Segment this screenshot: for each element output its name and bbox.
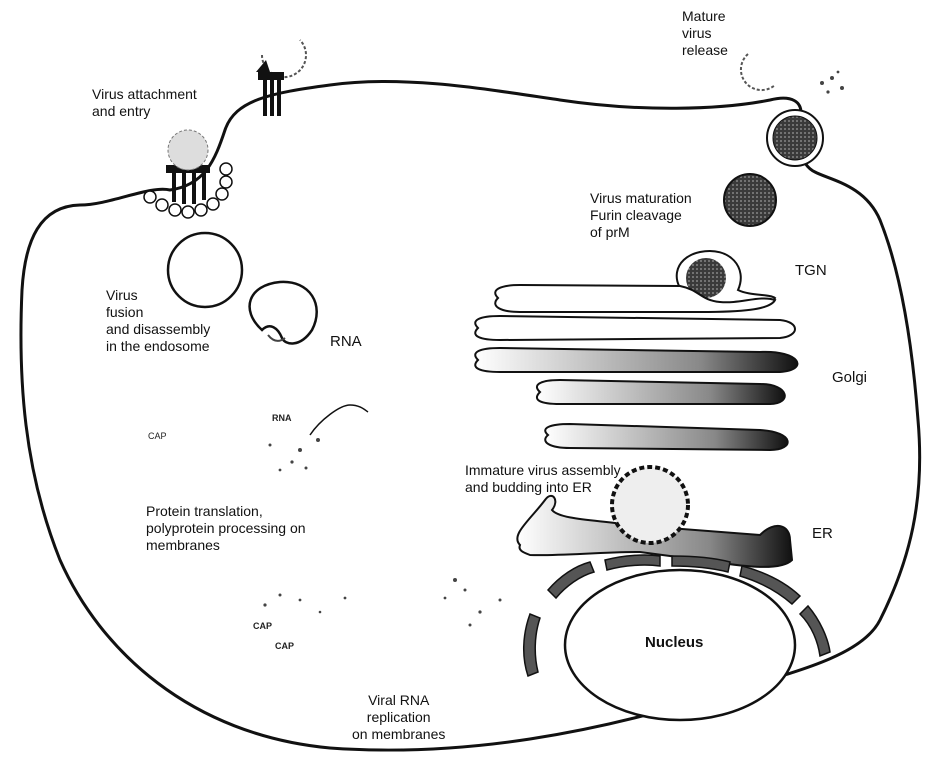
label-cap-3: CAP <box>275 641 294 651</box>
immature-virus <box>612 467 688 543</box>
golgi-stack <box>475 285 797 450</box>
label-virus-fusion: Virus fusion and disassembly in the endo… <box>106 287 210 355</box>
label-mature-release: Mature virus release <box>682 8 728 59</box>
rna-strand <box>310 405 368 435</box>
label-viral-rna-replication: Viral RNA replication on membranes <box>352 692 445 743</box>
label-virus-maturation: Virus maturation Furin cleavage of prM <box>590 190 692 241</box>
label-er: ER <box>812 525 833 542</box>
label-nucleus: Nucleus <box>645 634 703 651</box>
receptor-top <box>256 60 284 116</box>
released-virus <box>741 54 775 90</box>
label-golgi: Golgi <box>832 369 867 386</box>
label-immature-assembly: Immature virus assembly and budding into… <box>465 462 621 496</box>
budding-virus-core <box>773 116 817 160</box>
endosome-fusing <box>250 282 317 344</box>
maturing-virus <box>724 174 776 226</box>
label-cap-1: CAP <box>148 431 167 441</box>
label-rna: RNA <box>330 333 362 350</box>
label-rna-small: RNA <box>272 413 292 423</box>
label-tgn: TGN <box>795 262 827 279</box>
label-cap-2: CAP <box>253 621 272 631</box>
entering-virus <box>168 130 208 170</box>
label-virus-attachment: Virus attachment and entry <box>92 86 197 120</box>
label-protein-translation: Protein translation, polyprotein process… <box>146 503 306 554</box>
